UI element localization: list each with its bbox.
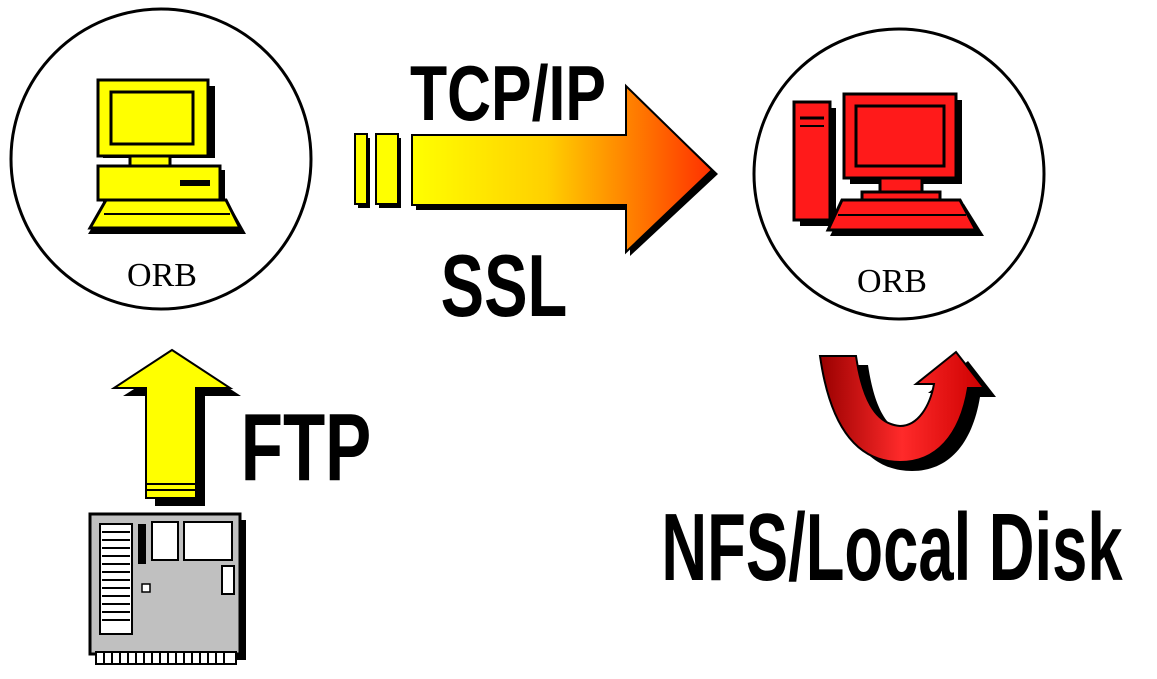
nfs-local-disk-label: NFS/Local Disk: [661, 494, 1123, 601]
nfs-curved-arrow: [818, 350, 996, 471]
server-board-icon: [88, 512, 246, 665]
ftp-label: FTP: [241, 393, 372, 501]
right-node-label: ORB: [857, 263, 927, 300]
ssl-label: SSL: [441, 238, 568, 336]
left-node-label: ORB: [127, 257, 197, 294]
left-orb-node: ORB: [9, 7, 313, 311]
desktop-computer-icon: [87, 78, 246, 234]
ftp-up-arrow: [110, 348, 241, 506]
tcp-ssl-arrow: [354, 83, 718, 256]
tower-computer-icon: [792, 92, 984, 236]
right-orb-node: ORB: [752, 27, 1046, 321]
tcp-ip-label: TCP/IP: [410, 50, 606, 137]
